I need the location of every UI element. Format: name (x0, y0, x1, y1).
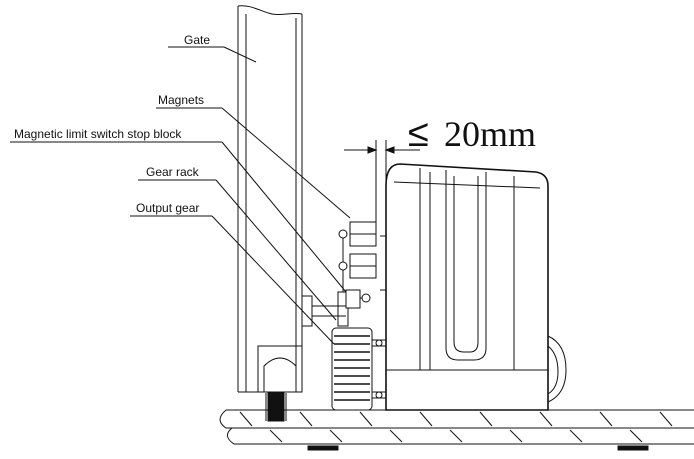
magnets (338, 221, 377, 279)
ground-rail (219, 409, 694, 451)
label-gear-rack-text: Gear rack (146, 165, 200, 179)
label-gate: Gate (168, 33, 257, 63)
label-gate-text: Gate (184, 33, 210, 47)
label-gear-rack: Gear rack (138, 165, 337, 321)
gear-rack-bracket (301, 230, 349, 327)
label-magnets-text: Magnets (158, 93, 204, 107)
stop-block (345, 289, 371, 309)
motor-housing (380, 163, 567, 411)
gate-post (237, 5, 303, 393)
label-magnets: Magnets (156, 93, 351, 219)
label-output-gear-text: Output gear (136, 201, 199, 215)
label-stop-block: Magnetic limit switch stop block (10, 127, 347, 293)
gate-roller (257, 345, 303, 422)
label-stop-block-text: Magnetic limit switch stop block (14, 127, 182, 141)
output-gear (331, 327, 387, 411)
clearance-dimension: ≤ 20mm (344, 113, 536, 228)
dimension-value: 20mm (444, 114, 536, 154)
label-output-gear: Output gear (130, 201, 335, 345)
dimension-symbol: ≤ (408, 113, 429, 155)
